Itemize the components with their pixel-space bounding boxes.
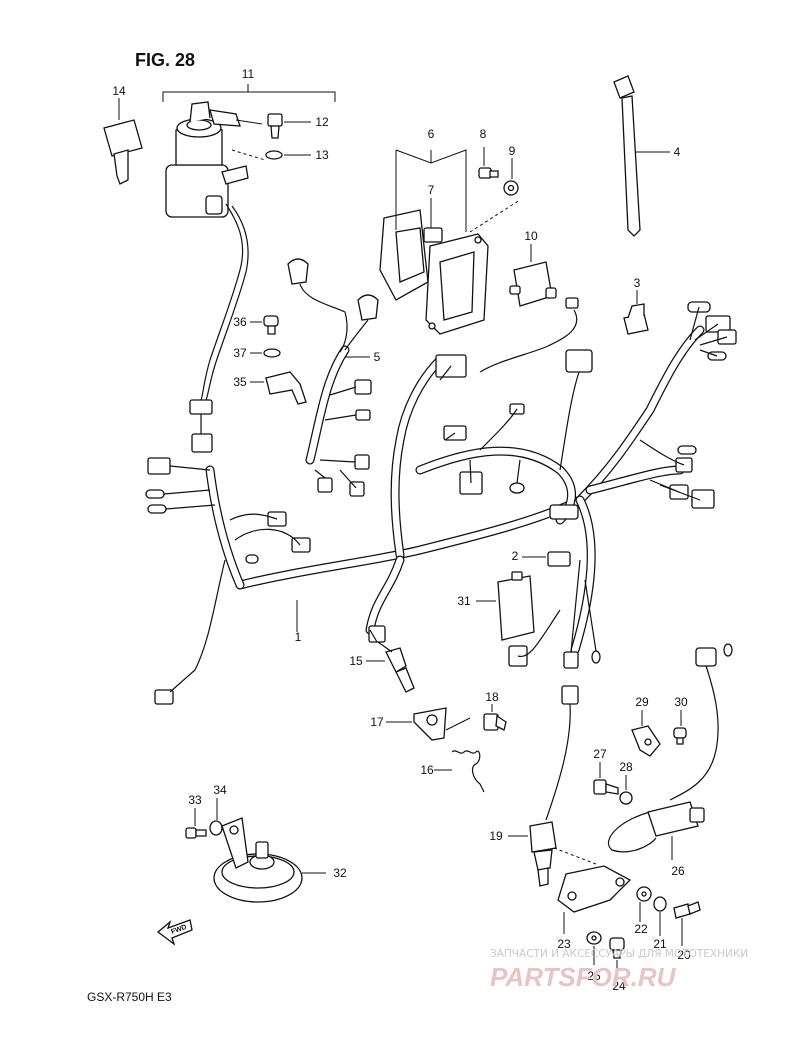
screw-36[interactable] bbox=[263, 315, 279, 335]
ignition-switch[interactable] bbox=[162, 84, 336, 218]
sensor-19[interactable] bbox=[529, 685, 579, 887]
callout-27: 27 bbox=[593, 747, 607, 761]
bolt-8[interactable] bbox=[478, 167, 499, 179]
bolt-12[interactable] bbox=[267, 113, 283, 139]
callout-19: 19 bbox=[489, 829, 503, 843]
screw-30[interactable] bbox=[673, 727, 687, 745]
callout-24: 24 bbox=[612, 979, 626, 993]
washer-13[interactable] bbox=[265, 150, 283, 160]
fwd-arrow-icon: FWD bbox=[156, 919, 193, 946]
washer-34[interactable] bbox=[209, 820, 223, 836]
callout-22: 22 bbox=[634, 922, 648, 936]
regulator-rectifier[interactable] bbox=[379, 209, 489, 335]
sensor-26[interactable] bbox=[607, 643, 733, 853]
callout-1: 1 bbox=[295, 630, 302, 644]
harness-connectors[interactable] bbox=[145, 301, 737, 705]
callout-10: 10 bbox=[524, 229, 538, 243]
bolt-33[interactable] bbox=[185, 827, 207, 839]
clamp-35[interactable] bbox=[265, 371, 307, 405]
callout-29: 29 bbox=[635, 695, 649, 709]
callout-36: 36 bbox=[233, 315, 247, 329]
watermark-logo: PARTSFOR.RU bbox=[490, 962, 677, 992]
washer-22[interactable] bbox=[636, 886, 652, 902]
callout-11: 11 bbox=[242, 67, 255, 81]
ignition-key[interactable] bbox=[103, 119, 143, 185]
callout-14: 14 bbox=[112, 84, 126, 98]
callout-8: 8 bbox=[480, 127, 487, 141]
terminal-2[interactable] bbox=[547, 551, 571, 567]
watermark-line1: ЗАПЧАСТИ И АКСЕССУАРЫ ДЛЯ МОТОТЕХНИКИ bbox=[490, 948, 748, 960]
callout-labels: 1 2 3 4 5 6 7 8 9 10 11 12 13 14 15 16 1… bbox=[112, 67, 691, 993]
bolt-27[interactable] bbox=[593, 779, 619, 795]
bolt-18[interactable] bbox=[483, 713, 507, 731]
clamp-29[interactable] bbox=[631, 725, 661, 757]
clamp-3[interactable] bbox=[623, 303, 649, 335]
callout-5: 5 bbox=[374, 350, 381, 364]
callout-21: 21 bbox=[653, 937, 667, 951]
washer-37[interactable] bbox=[263, 348, 281, 358]
figure-title: FIG. 28 bbox=[135, 50, 195, 70]
model-code: GSX-R750H E3 bbox=[87, 990, 172, 1004]
callout-20: 20 bbox=[677, 948, 691, 962]
screw-24[interactable] bbox=[609, 937, 625, 959]
callout-3: 3 bbox=[634, 276, 641, 290]
washer-28[interactable] bbox=[619, 791, 633, 805]
callout-26: 26 bbox=[671, 864, 685, 878]
washer-9[interactable] bbox=[503, 180, 519, 196]
bracket-23[interactable] bbox=[557, 865, 632, 913]
callout-2: 2 bbox=[512, 549, 519, 563]
callout-23: 23 bbox=[557, 937, 571, 951]
callout-4: 4 bbox=[674, 145, 681, 159]
connector-10[interactable] bbox=[509, 261, 579, 309]
callout-18: 18 bbox=[485, 690, 499, 704]
callout-34: 34 bbox=[213, 783, 227, 797]
sub-harness-5[interactable] bbox=[287, 258, 379, 353]
washer-21[interactable] bbox=[653, 896, 667, 912]
callout-9: 9 bbox=[509, 144, 516, 158]
washer-25[interactable] bbox=[586, 931, 602, 945]
callout-13: 13 bbox=[315, 148, 329, 162]
callout-15: 15 bbox=[349, 654, 363, 668]
callout-6: 6 bbox=[428, 127, 435, 141]
callout-37: 37 bbox=[233, 346, 247, 360]
callout-31: 31 bbox=[457, 594, 471, 608]
spring-16[interactable] bbox=[451, 750, 485, 793]
horn-32[interactable] bbox=[213, 817, 303, 903]
callout-25: 25 bbox=[587, 969, 601, 983]
bracket-17[interactable] bbox=[413, 707, 447, 741]
switch-15[interactable] bbox=[385, 647, 415, 693]
relay-31[interactable] bbox=[497, 571, 535, 641]
screw-20[interactable] bbox=[673, 901, 701, 919]
callout-30: 30 bbox=[674, 695, 688, 709]
callout-7: 7 bbox=[428, 183, 435, 197]
callout-32: 32 bbox=[333, 866, 347, 880]
callout-35: 35 bbox=[233, 375, 247, 389]
cable-tie-4[interactable] bbox=[613, 75, 641, 237]
callout-33: 33 bbox=[188, 793, 202, 807]
callout-17: 17 bbox=[370, 715, 384, 729]
callout-12: 12 bbox=[315, 115, 329, 129]
callout-16: 16 bbox=[420, 763, 434, 777]
callout-28: 28 bbox=[619, 760, 633, 774]
